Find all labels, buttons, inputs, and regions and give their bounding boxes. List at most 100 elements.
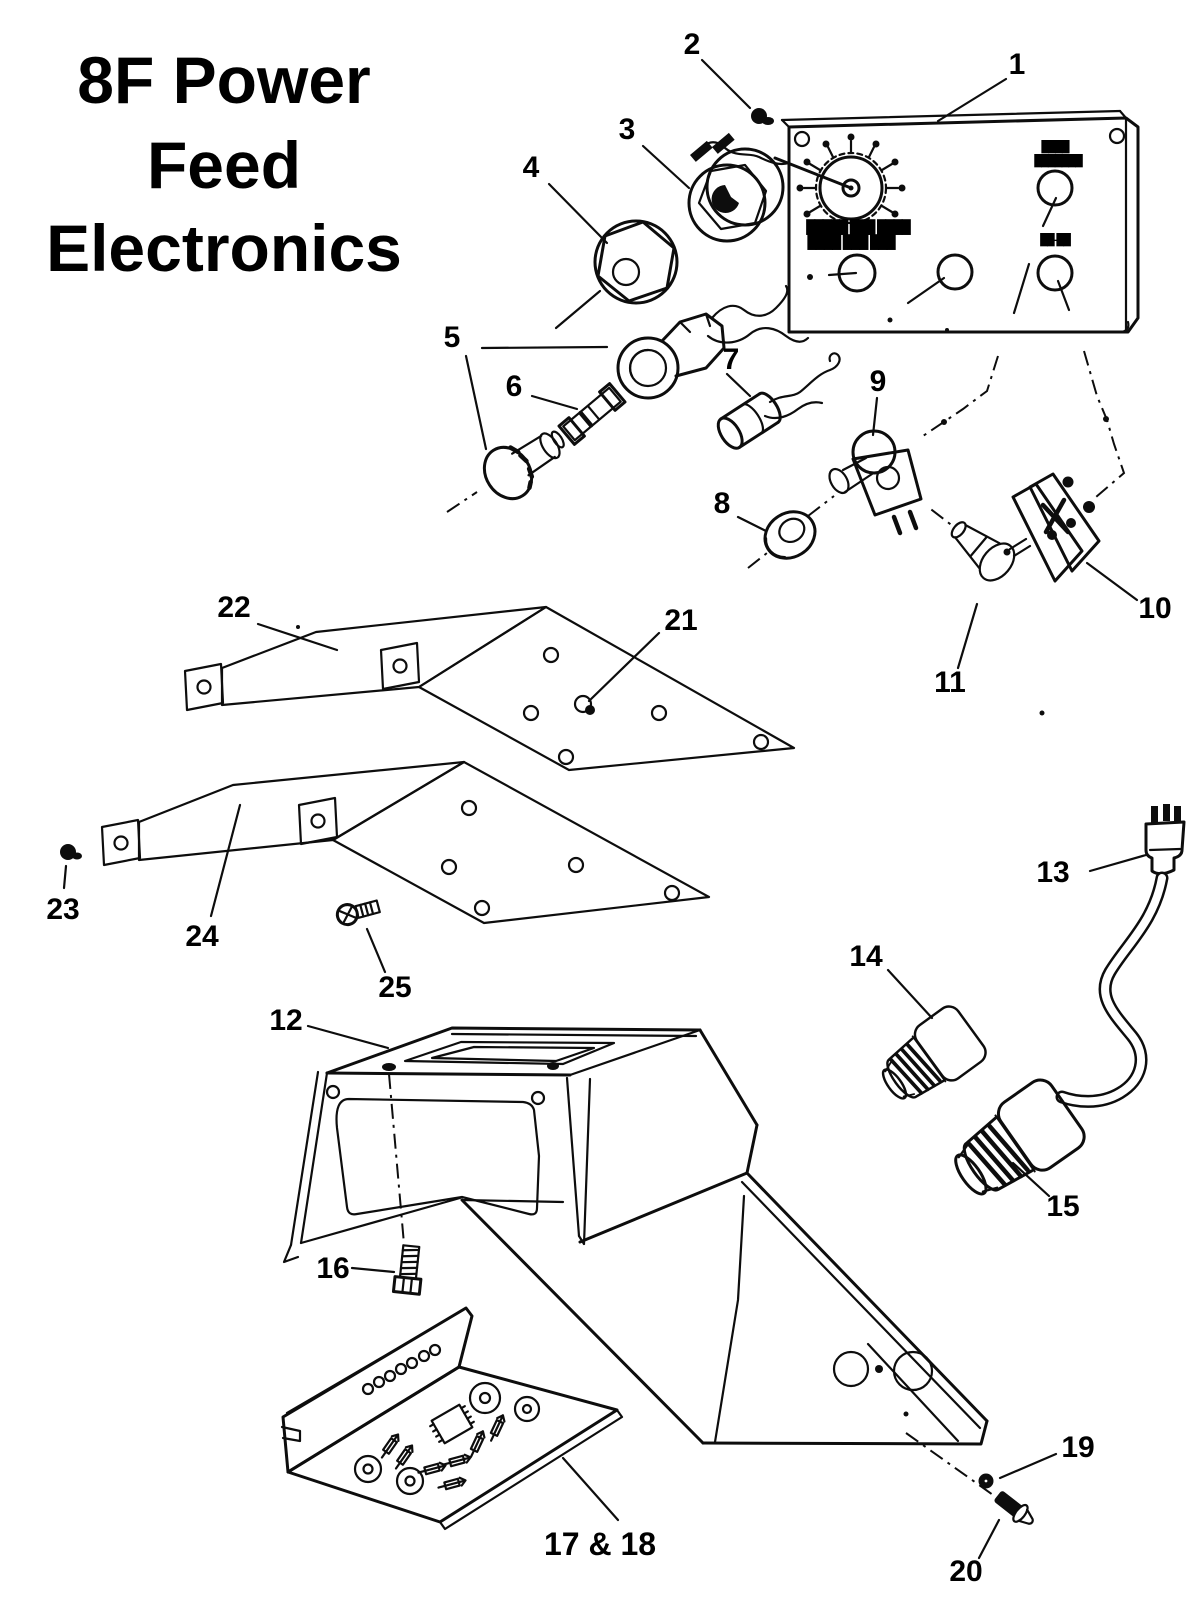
housing-left-opening	[335, 1097, 541, 1216]
housing-top-inner-edge	[450, 1032, 698, 1038]
part-12-housing: 12 16	[269, 1004, 989, 1446]
housing-lower-top-inner	[740, 1180, 982, 1430]
axis-panel-to-10	[1083, 350, 1126, 498]
dial-hub-dot	[848, 185, 854, 191]
leader-21	[587, 631, 661, 703]
toggle-cross	[1040, 497, 1071, 535]
screw-slot	[752, 112, 766, 121]
stray-dot	[1039, 710, 1045, 716]
switch9-prong-a	[891, 514, 903, 536]
leader-16	[350, 1266, 396, 1274]
bracket24-wing	[137, 760, 466, 862]
callout-label-20: 20	[949, 1555, 982, 1588]
board-back-panel	[281, 1306, 474, 1474]
callout-label-13: 13	[1036, 856, 1069, 889]
panel-right-caption-line-1: ████	[1041, 139, 1069, 154]
part-2-screw: 2	[684, 28, 774, 125]
switch9-coil	[875, 465, 901, 491]
part-11-toggle-boot: 11	[930, 508, 1016, 699]
part-14-connector: 14	[849, 940, 987, 1100]
part-22-bracket: 22 21	[183, 591, 796, 772]
leader-9	[871, 396, 879, 437]
leader-2	[700, 58, 752, 110]
callout-label-5: 5	[444, 321, 461, 354]
callout-label-7: 7	[723, 343, 740, 376]
part-9-switch: 9	[807, 365, 923, 536]
title-line-3: Electronics	[46, 211, 402, 285]
callout-label-24: 24	[185, 920, 219, 953]
leader-7	[725, 372, 752, 398]
housing-crease	[866, 1342, 960, 1443]
bracket24-plate	[331, 760, 711, 925]
holder-wire-a	[710, 284, 789, 320]
part-19-nut	[978, 1473, 994, 1489]
leader-22	[256, 622, 339, 652]
callout-label-21: 21	[664, 604, 697, 637]
plug-collar	[1148, 847, 1182, 852]
switch-hex	[697, 163, 768, 231]
housing-right-top-edge	[698, 1028, 759, 1127]
board-resistors	[380, 1414, 506, 1491]
callout-label-16: 16	[316, 1252, 349, 1285]
housing-lower-top-edge	[745, 1171, 989, 1423]
part-21-plug	[573, 694, 595, 715]
switch-key-center	[711, 185, 739, 213]
switch9-bushing	[828, 456, 874, 495]
switch-front	[687, 163, 767, 243]
leader-24	[209, 803, 242, 918]
leader-4	[547, 182, 609, 245]
housing-top-screw-a	[382, 1063, 396, 1071]
axis-panel-to-9	[919, 355, 999, 439]
housing-left-panel	[282, 1070, 592, 1264]
lens-axis	[747, 552, 768, 569]
housing-bottom-edge	[701, 1419, 989, 1446]
board-capacitors	[353, 1381, 541, 1496]
callout-label-12: 12	[269, 1004, 302, 1037]
leader-19	[998, 1452, 1058, 1480]
leader-15	[1011, 1161, 1051, 1198]
callout-label-19: 19	[1061, 1431, 1094, 1464]
dial-ticks	[796, 133, 906, 218]
part-19-20-fasteners: 19 20	[905, 1431, 1095, 1588]
leader-11	[956, 602, 979, 670]
leader-23	[62, 864, 68, 890]
housing-top-edges	[325, 1026, 702, 1075]
switch-terminals	[690, 132, 735, 162]
callout-label-1: 1	[1009, 48, 1026, 81]
panel-screw-hole-right	[1108, 127, 1126, 145]
part-17-18-board: 17 & 18	[280, 1306, 656, 1562]
board-hole-row	[361, 1343, 442, 1396]
axis-dot-a	[941, 419, 947, 425]
part-20-screw	[994, 1491, 1034, 1525]
panel-top-outer-edge	[780, 109, 1122, 122]
panel-screw-hole-left	[793, 130, 811, 148]
callout-label-22: 22	[217, 591, 250, 624]
leader-13	[1088, 853, 1148, 873]
callout-label-14: 14	[849, 940, 883, 973]
nut-bore	[611, 257, 641, 287]
dial-hub	[841, 178, 861, 198]
socket-wire-a	[768, 352, 841, 404]
leader-1	[936, 77, 1008, 123]
callout-label-15: 15	[1046, 1190, 1079, 1223]
board-face	[286, 1365, 619, 1524]
part-23-screw: 23	[46, 844, 82, 926]
callout-label-8: 8	[714, 487, 731, 520]
bracket22-wing	[220, 605, 548, 707]
cap-axis	[446, 491, 478, 513]
part-15-connector: 15	[954, 1078, 1086, 1223]
board-ic-chip	[429, 1403, 475, 1445]
title-line-1: 8F Power	[77, 43, 370, 117]
nut-rim	[593, 219, 679, 305]
board-back-inner	[285, 1308, 465, 1415]
housing-front-diagonal	[460, 1198, 705, 1445]
part-6-fuse: 6	[506, 370, 627, 446]
bracket24-holes	[440, 799, 681, 917]
callout-label-6: 6	[506, 370, 523, 403]
part-4-hex-nut: 4	[523, 151, 679, 330]
leader-14	[886, 968, 934, 1020]
holder-shadow	[629, 348, 650, 378]
toggle-terminals	[1047, 476, 1095, 540]
